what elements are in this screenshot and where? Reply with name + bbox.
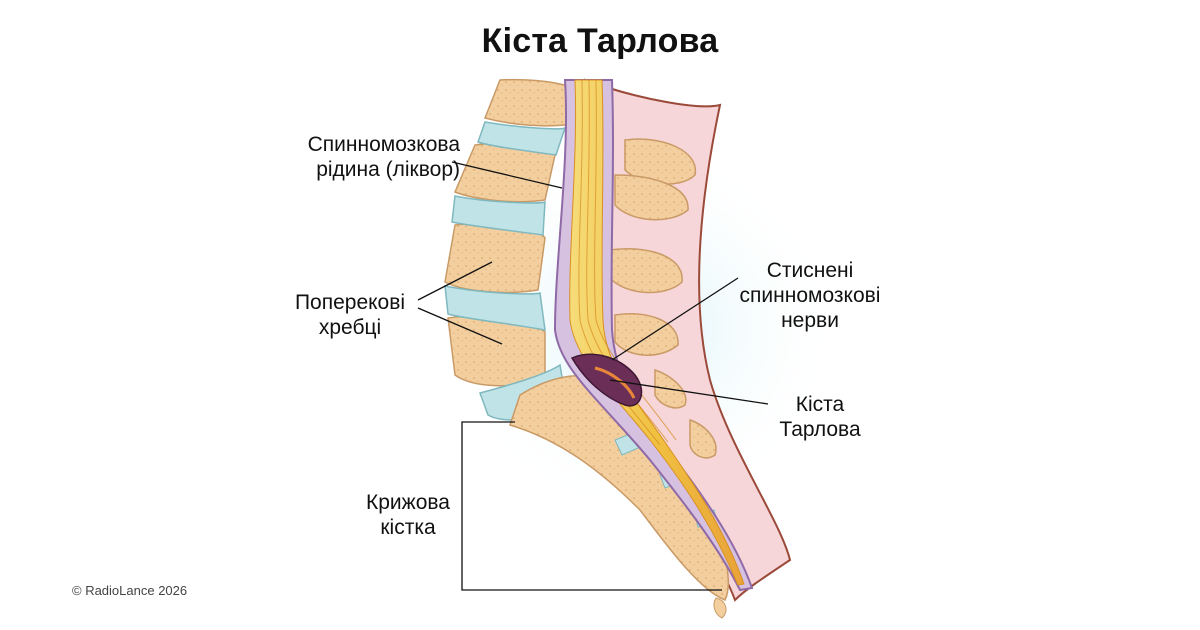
leader-nerves [611, 277, 739, 361]
label-csf-line-2: рідина (ліквор) [316, 158, 460, 181]
label-lumbar-line-1: Поперекові [294, 291, 406, 314]
label-lumbar-vertebrae: Поперекові хребці [290, 290, 410, 340]
label-sacrum-line-2: кістка [380, 516, 436, 539]
label-cyst-line-2: Тарлова [779, 418, 861, 441]
leader-lumbar-2 [417, 307, 503, 345]
label-csf-line-1: Спинномозкова [307, 133, 460, 156]
compressed-nerve-root [594, 366, 636, 399]
label-nerves-line-3: нерви [781, 309, 839, 332]
leader-cyst [609, 379, 769, 405]
label-nerves-line-2: спинномозкові [739, 284, 881, 307]
spinal-cord [569, 79, 745, 586]
leader-lumbar-1 [417, 261, 493, 301]
leader-csf [451, 161, 563, 189]
label-sacrum: Крижова кістка [358, 490, 458, 540]
label-tarlov-cyst: Кіста Тарлова [770, 392, 870, 442]
label-csf: Спинномозкова рідина (ліквор) [300, 132, 460, 182]
copyright-notice: © RadioLance 2026 [72, 583, 188, 598]
label-cyst-line-1: Кіста [795, 393, 845, 416]
tarlov-cyst [570, 353, 643, 407]
label-nerves-line-1: Стиснені [766, 259, 854, 282]
coccyx [713, 597, 727, 619]
page-title: Кіста Тарлова [481, 22, 719, 60]
label-sacrum-line-1: Крижова [366, 491, 450, 514]
dural-sac [553, 79, 754, 592]
label-compressed-nerves: Стиснені спинномозкові нерви [730, 258, 890, 333]
label-lumbar-line-2: хребці [318, 316, 382, 339]
intervertebral-discs [444, 121, 567, 421]
sacrum-bracket [461, 421, 722, 591]
lumbar-vertebrae [444, 78, 581, 387]
posterior-arches [609, 138, 717, 459]
leader-lines [417, 161, 769, 591]
